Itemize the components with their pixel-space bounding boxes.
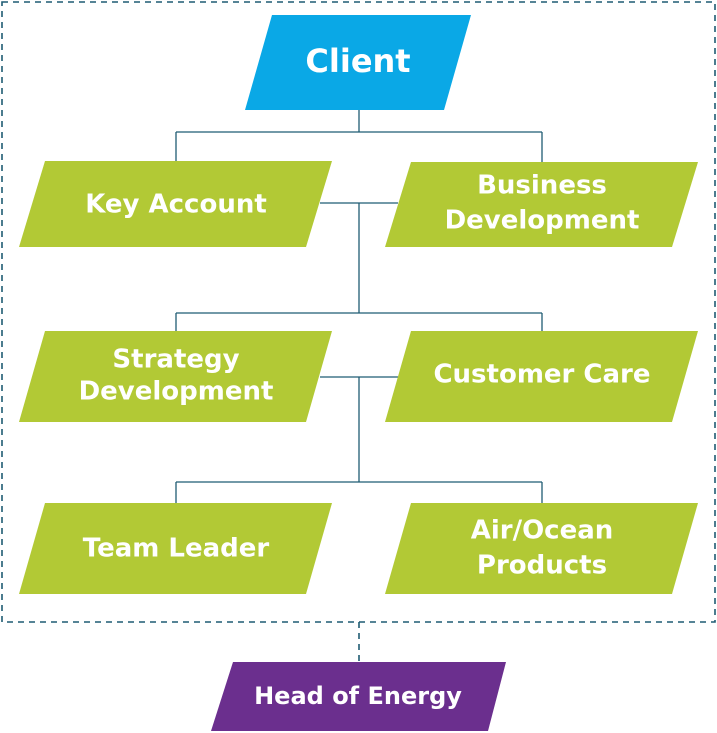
strategy-development-label-line1: Strategy	[112, 345, 239, 375]
group-boundary	[1, 1, 716, 623]
head-of-energy-label: Head of Energy	[254, 682, 462, 710]
air-ocean-products-label-line1: Air/Ocean	[471, 516, 614, 546]
customer-care-label: Customer Care	[433, 360, 650, 390]
air-ocean-products-shape	[385, 503, 698, 594]
business-development-shape	[385, 162, 698, 247]
client-node: Client	[245, 15, 471, 110]
team-leader-shape	[19, 503, 332, 594]
key-account-label: Key Account	[85, 190, 267, 220]
node-customer-care: Customer Care	[385, 331, 698, 422]
node-business-development: Business Development	[385, 162, 698, 247]
node-head-of-energy: Head of Energy	[211, 662, 506, 731]
team-leader-label: Team Leader	[83, 534, 270, 564]
client-label: Client	[305, 42, 410, 80]
business-development-label-line1: Business	[477, 171, 607, 201]
air-ocean-products-label-line2: Products	[477, 551, 607, 581]
key-account-shape	[19, 161, 332, 247]
business-development-label-line2: Development	[445, 206, 640, 236]
connectors	[175, 110, 543, 503]
client-shape	[245, 15, 471, 110]
node-key-account: Key Account	[19, 161, 332, 247]
head-of-energy-shape	[211, 662, 506, 731]
customer-care-shape	[385, 331, 698, 422]
strategy-development-shape	[19, 331, 332, 422]
strategy-development-label-line2: Development	[79, 377, 274, 407]
node-team-leader: Team Leader	[19, 503, 332, 594]
node-air-ocean-products: Air/Ocean Products	[385, 503, 698, 594]
node-strategy-development: Strategy Development	[19, 331, 332, 422]
